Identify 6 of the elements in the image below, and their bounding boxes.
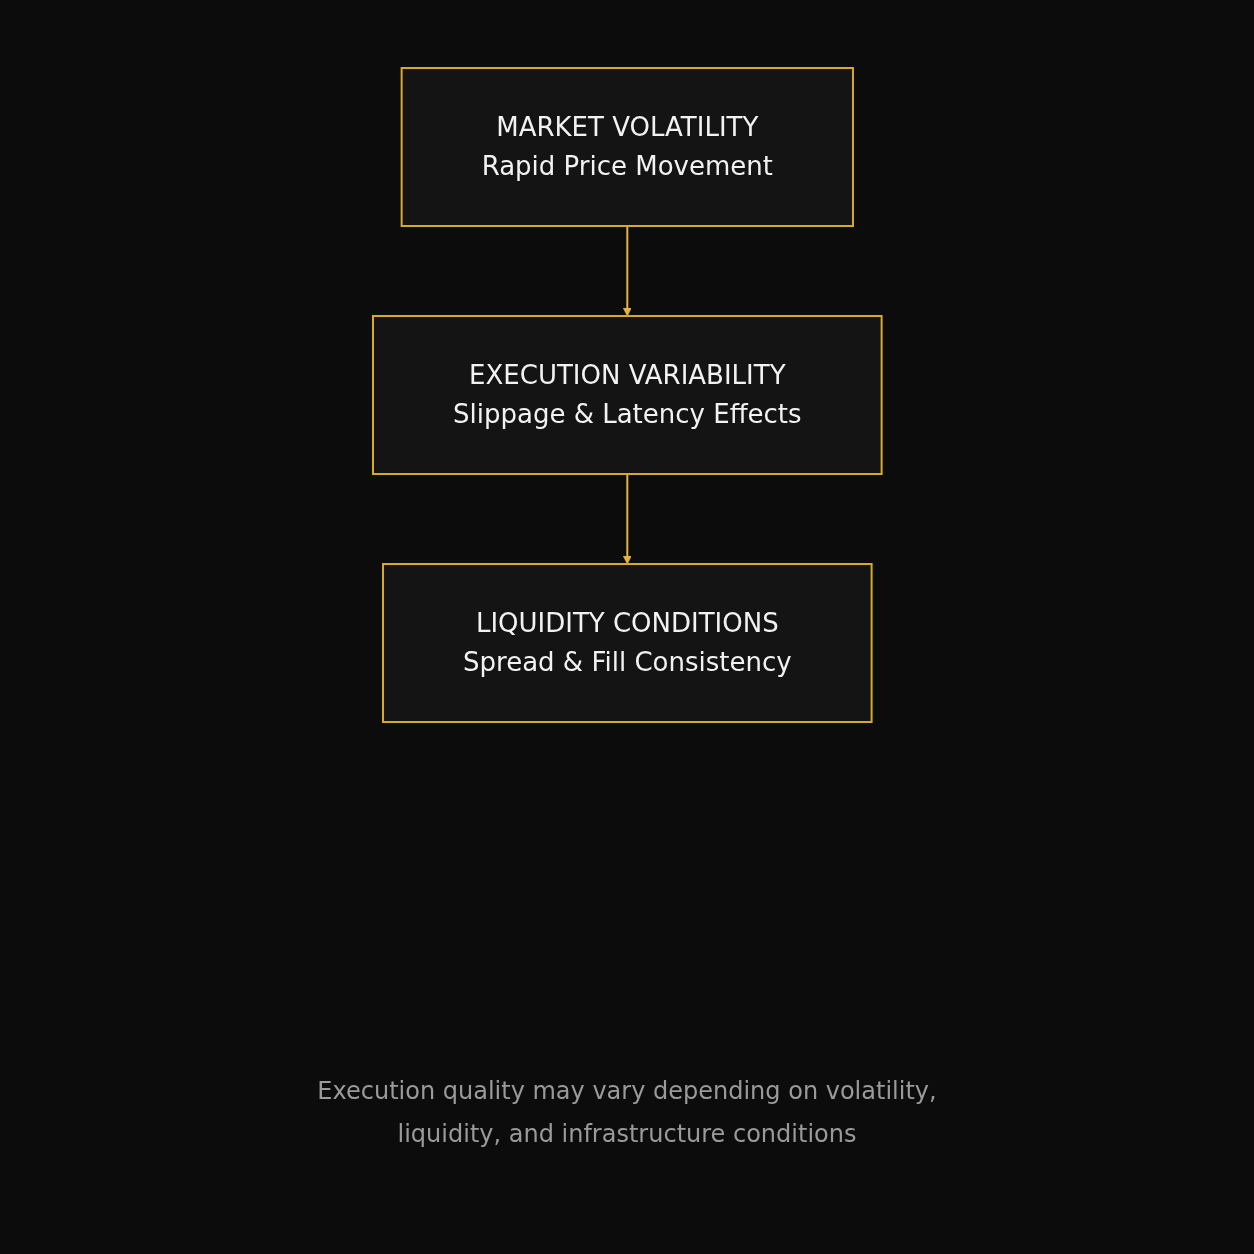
caption: Execution quality may vary depending on volatility, liquidity, and infrastructure conditions — [316, 1076, 938, 1151]
arrow — [622, 473, 632, 565]
node-box: MARKET VOLATILITY Rapid Price Movement — [400, 67, 854, 227]
node-box: EXECUTION VARIABILITY Slippage & Latency Effects — [371, 315, 883, 475]
arrow — [622, 225, 632, 317]
node-box: LIQUIDITY CONDITIONS Spread & Fill Consistency — [381, 563, 873, 723]
